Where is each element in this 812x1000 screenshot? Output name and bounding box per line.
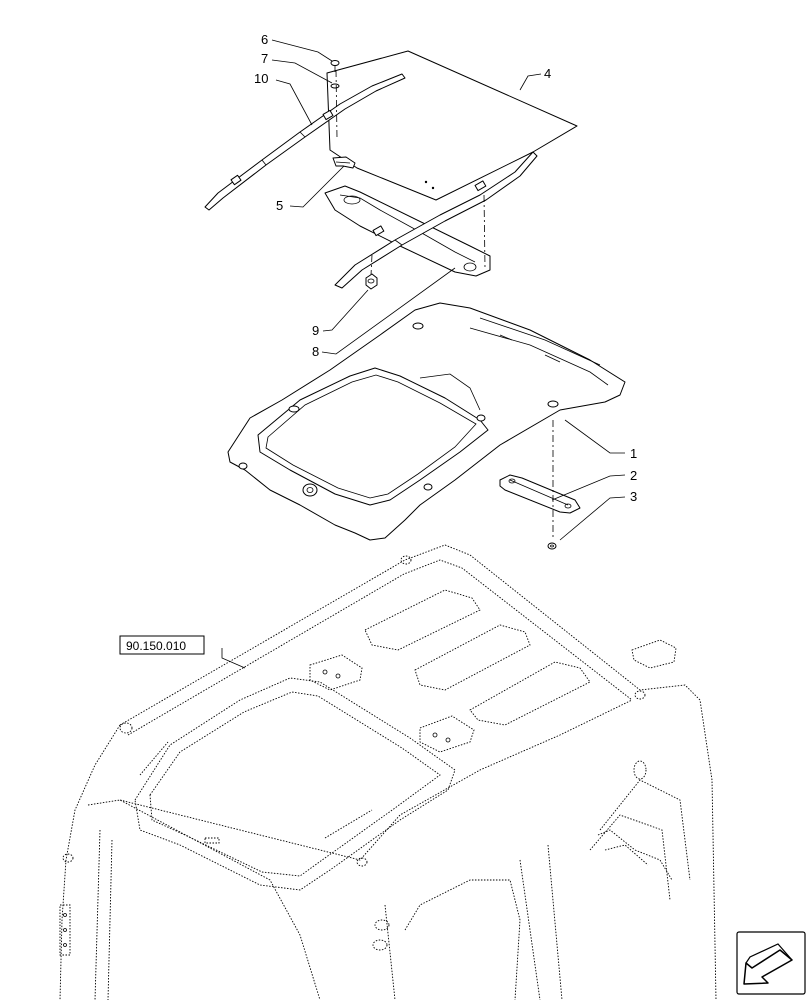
callout-3: 3 [630, 489, 637, 504]
assembly-axes [335, 69, 554, 540]
bracket-assembly-part-8 [324, 151, 538, 289]
trim-strip-part-10 [204, 73, 406, 211]
callout-5: 5 [276, 198, 283, 213]
callout-6: 6 [261, 32, 268, 47]
leader-lines [221, 39, 626, 669]
nut-part-9 [365, 273, 378, 290]
screw-part-6 [330, 60, 340, 72]
callout-8: 8 [312, 344, 319, 359]
callout-labels: 6 7 10 4 5 9 8 1 2 3 [254, 32, 637, 504]
callout-4: 4 [544, 66, 551, 81]
reference-box[interactable]: 90.150.010 [119, 635, 205, 655]
washer-part-7 [330, 83, 340, 89]
callout-9: 9 [312, 323, 319, 338]
headliner-part-1 [227, 302, 626, 541]
roof-panel-part-4 [326, 50, 578, 201]
callout-10: 10 [254, 71, 268, 86]
callout-2: 2 [630, 468, 637, 483]
cab-frame-reference [59, 544, 717, 1000]
callout-7: 7 [261, 51, 268, 66]
callout-1: 1 [630, 446, 637, 461]
arrow-icon[interactable] [736, 931, 806, 995]
bracket-part-5 [332, 156, 356, 169]
handle-part-2 [499, 474, 581, 514]
reference-label: 90.150.010 [126, 639, 186, 653]
clip-part-3 [547, 542, 557, 550]
